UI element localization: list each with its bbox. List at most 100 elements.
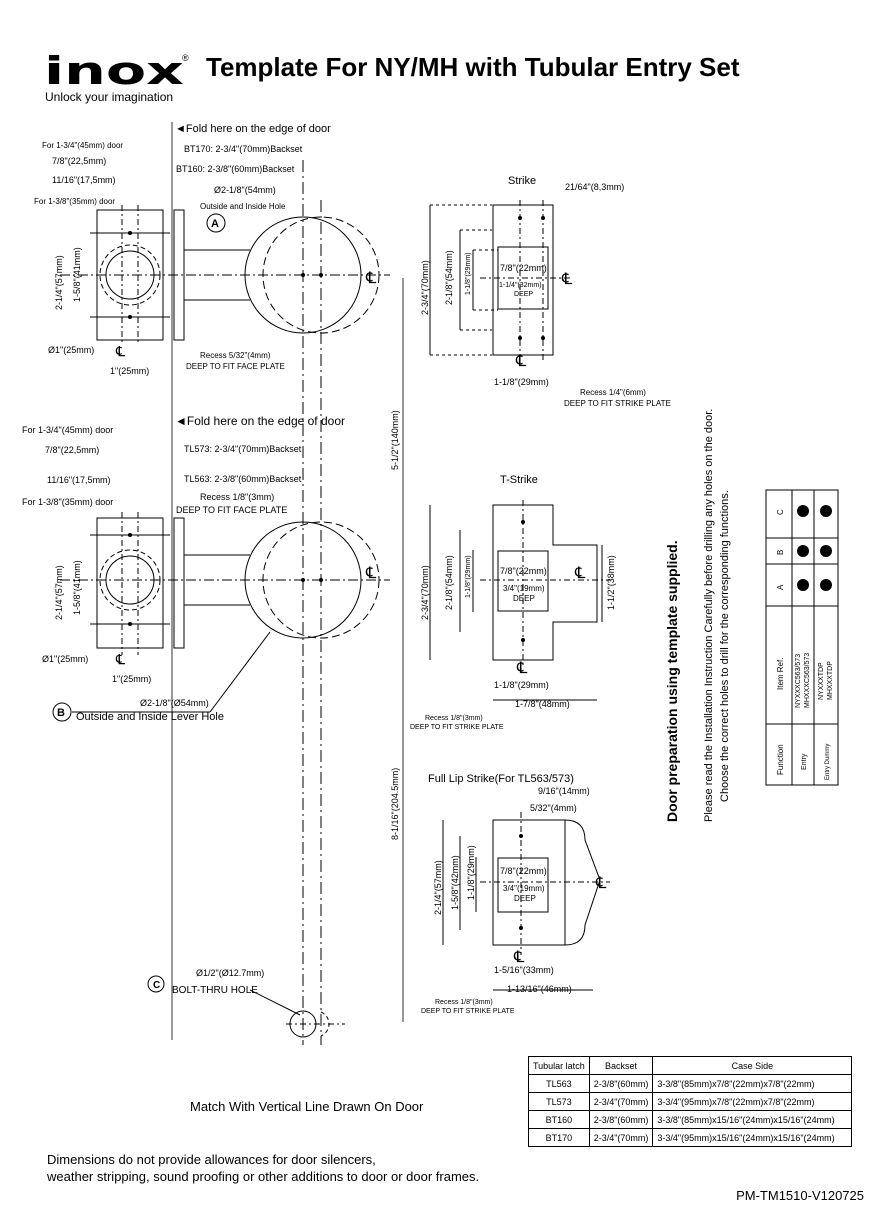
a-w1: 1"(25mm)	[110, 366, 149, 376]
cell-latch: BT170	[528, 1128, 590, 1147]
cell-case: 3-3/8"(85mm)x7/8"(22mm)x7/8"(22mm)	[652, 1074, 853, 1093]
a-backset1: BT170: 2-3/4"(70mm)Backset	[184, 144, 303, 154]
tstrike-recess1: Recess 1/8"(3mm)	[425, 715, 483, 722]
tstrike-w1: 1-1/8"(29mm)	[494, 680, 549, 690]
ft-row2-function: Entry Dummy	[825, 744, 831, 780]
fulllip-box3: DEEP	[514, 894, 536, 903]
fulllip-h1: 2-1/4"(57mm)	[433, 860, 443, 915]
vdim-140: 5-1/2"(140mm)	[390, 410, 400, 470]
ft-header-a: A	[776, 584, 785, 590]
b-cl-mark: ℄	[115, 651, 125, 667]
registered-mark: ®	[182, 53, 189, 63]
strike-w1: 1-1/8"(29mm)	[494, 377, 549, 387]
table-row: BT170 2-3/4"(70mm) 3-3/4"(95mm)x15/16"(2…	[528, 1128, 853, 1147]
footer-line-2: weather stripping, sound proofing or oth…	[47, 1169, 480, 1184]
ft-row1-ref2: MHXXXC563/573	[804, 653, 811, 708]
fulllip-recess1: Recess 1/8"(3mm)	[435, 999, 493, 1006]
tstrike-recess2: DEEP TO FIT STRIKE PLATE	[410, 724, 504, 731]
tstrike-right: 1-1/2"(38mm)	[606, 555, 616, 610]
header-case-side: Case Side	[652, 1056, 853, 1075]
b-h2: 1-5/8"(41mm)	[72, 560, 82, 615]
cell-case: 3-3/4"(95mm)x15/16"(24mm)x15/16"(24mm)	[652, 1128, 853, 1147]
fulllip-d1: 9/16"(14mm)	[538, 786, 590, 796]
cell-backset: 2-3/8"(60mm)	[588, 1110, 654, 1129]
vdim-204: 8-1/16"(204.5mm)	[390, 768, 400, 840]
side-line1: Please read the Installation Instruction…	[703, 409, 715, 822]
tstrike-h2: 2-1/8"(54mm)	[444, 555, 454, 610]
b-backset1: TL573: 2-3/4"(70mm)Backset	[184, 444, 302, 454]
b-cl-mark-2: ℄	[365, 565, 377, 582]
cell-case: 3-3/4"(95mm)x7/8"(22mm)x7/8"(22mm)	[652, 1092, 853, 1111]
a-h2: 1-5/8"(41mm)	[72, 247, 82, 302]
b-recess1: Recess 1/8"(3mm)	[200, 492, 274, 502]
strike-d1: 21/64"(8,3mm)	[565, 182, 624, 192]
bolt-dia: Ø1/2"(Ø12.7mm)	[196, 968, 264, 978]
ft-header-c: C	[776, 509, 785, 515]
footer-line-1: Dimensions do not provide allowances for…	[47, 1152, 376, 1167]
b-for-45: For 1-3/4"(45mm) door	[22, 425, 113, 435]
tstrike-cl-2: ℄	[516, 660, 528, 677]
ft-header-ref: Item Ref.	[776, 658, 785, 690]
side-heading: Door preparation using template supplied…	[664, 540, 680, 822]
b-d78: 7/8"(22,5mm)	[45, 445, 99, 455]
a-dia1: Ø1"(25mm)	[48, 345, 94, 355]
strike-h3: 1-1/8"(29mm)	[465, 252, 472, 295]
a-for-35: For 1-3/8"(35mm) door	[34, 197, 115, 206]
tstrike-box1: 7/8"(22mm)	[500, 566, 547, 576]
fulllip-h2: 1-5/8"(42mm)	[450, 855, 460, 910]
b-hole-dia: Ø2-1/8"(Ø54mm)	[140, 698, 209, 708]
cell-backset: 2-3/4"(70mm)	[588, 1128, 654, 1147]
ft-row1-function: Entry	[801, 753, 808, 770]
tstrike-box2: 3/4"(19mm)	[503, 584, 545, 593]
marker-a-circle	[206, 213, 226, 233]
fulllip-recess2: DEEP TO FIT STRIKE PLATE	[421, 1008, 515, 1015]
c-marker: C	[153, 980, 160, 991]
fulllip-h3: 1-1/8"(29mm)	[466, 845, 476, 900]
tstrike-w2: 1-7/8"(48mm)	[515, 699, 570, 709]
ft-row2-ref1: NYXXXTDP	[818, 662, 825, 700]
ft-header-b: B	[776, 550, 785, 555]
tstrike-box3: DEEP	[513, 594, 535, 603]
a-recess1: Recess 5/32"(4mm)	[200, 351, 271, 360]
b-hole-label: Outside and Inside Lever Hole	[76, 711, 224, 723]
strike-recess2: DEEP TO FIT STRIKE PLATE	[564, 399, 671, 408]
faceplate-b	[96, 517, 164, 649]
a-hole-dia: Ø2-1/8"(54mm)	[214, 185, 276, 195]
main-hole-a	[244, 216, 362, 334]
inox-logo: inox ®	[44, 52, 189, 88]
cell-latch: TL573	[528, 1092, 590, 1111]
b-dia1: Ø1"(25mm)	[42, 654, 88, 664]
fold-text-b: ◄Fold here on the edge of door	[175, 414, 345, 428]
b-w1: 1"(25mm)	[112, 674, 151, 684]
marker-b-circle	[52, 702, 72, 722]
table-row: TL563 2-3/8"(60mm) 3-3/8"(85mm)x7/8"(22m…	[528, 1074, 853, 1093]
a-d78: 7/8"(22,5mm)	[52, 156, 106, 166]
full-lip-strike-plate	[492, 819, 601, 946]
fulllip-w2: 1-13/16"(46mm)	[507, 984, 572, 994]
tagline: Unlock your imagination	[45, 90, 174, 104]
marker-c-circle	[147, 975, 165, 993]
tstrike-h1: 2-3/4"(70mm)	[420, 565, 430, 620]
a-for-45: For 1-3/4"(45mm) door	[42, 141, 123, 150]
tstrike-title: T-Strike	[500, 474, 538, 486]
a-recess2: DEEP TO FIT FACE PLATE	[186, 362, 285, 371]
a-hole-label: Outside and Inside Hole	[200, 202, 286, 211]
strike-h1: 2-3/4"(70mm)	[420, 260, 430, 315]
strike-h2: 2-1/8"(54mm)	[444, 250, 454, 305]
a-backset2: BT160: 2-3/8"(60mm)Backset	[176, 164, 295, 174]
edge-plate-b	[173, 517, 185, 649]
strike-cl-2: ℄	[515, 353, 527, 370]
latch-spec-table: Tubular latch Backset Case Side TL563 2-…	[528, 1056, 853, 1147]
fulllip-w1: 1-5/16"(33mm)	[494, 965, 554, 975]
fulllip-title: Full Lip Strike(For TL563/573)	[428, 773, 574, 785]
strike-plate	[492, 204, 554, 356]
strike-box1: 7/8"(22mm)	[500, 263, 547, 273]
a-cl-mark-2: ℄	[365, 270, 377, 287]
match-text: Match With Vertical Line Drawn On Door	[190, 1099, 424, 1114]
ft-row2-ref2: MHXXXTDP	[827, 661, 834, 700]
ft-header-function: Function	[776, 744, 785, 775]
cell-latch: BT160	[528, 1110, 590, 1129]
fulllip-cl-2: ℄	[513, 949, 525, 966]
